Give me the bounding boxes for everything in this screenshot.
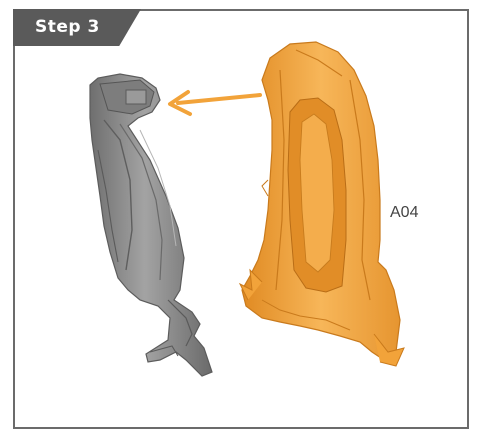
grey-figure-part: [90, 74, 212, 376]
orange-part-a04: [240, 42, 404, 366]
part-label-a04: A04: [390, 204, 418, 222]
arrow-left-icon: [170, 92, 260, 114]
